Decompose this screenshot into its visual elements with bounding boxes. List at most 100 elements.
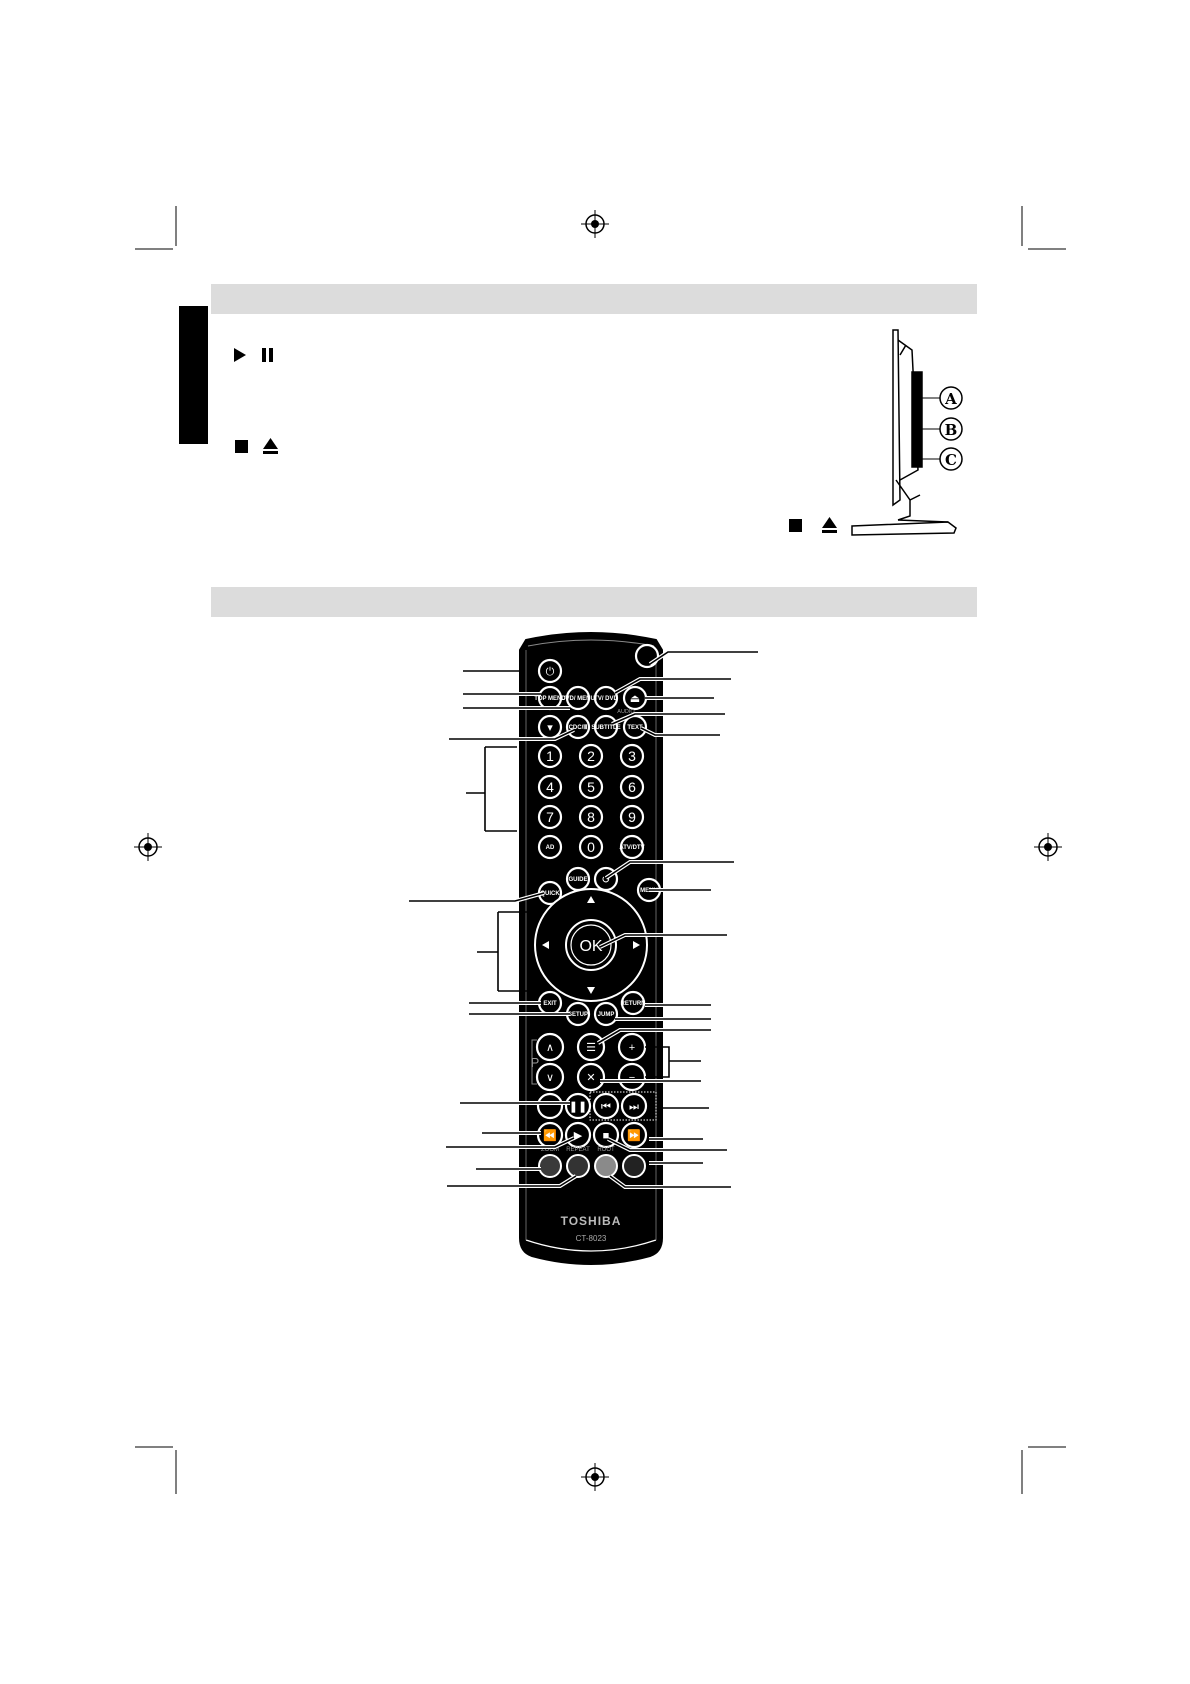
dvd-menu-button[interactable]: DVD/ MENU	[561, 685, 595, 711]
top-right-button[interactable]	[634, 643, 660, 669]
top-menu-button-label: TOP MENU	[534, 696, 565, 702]
cdc-button[interactable]: CDC/Ⅲ	[565, 714, 591, 740]
number-button-4[interactable]: 4	[537, 774, 563, 800]
number-button-7[interactable]: 7	[537, 804, 563, 830]
ad-button-label: AD	[546, 845, 555, 851]
play-icon: ▶	[574, 1130, 583, 1142]
root-label: ROOT	[597, 1147, 615, 1153]
blue-button[interactable]	[622, 1154, 646, 1178]
language-side-tab	[179, 306, 208, 444]
eject-icon	[263, 438, 278, 454]
number-button-9[interactable]: 9	[619, 804, 645, 830]
arrow-right-icon[interactable]	[633, 941, 640, 949]
tv-callout-labels: A B C	[922, 386, 963, 471]
subtitle-button[interactable]: SUBTITLE	[591, 714, 621, 740]
green-button[interactable]: REPEAT	[566, 1147, 590, 1178]
power-icon: ⏻	[546, 666, 555, 678]
channel-up-button[interactable]: ∧	[535, 1032, 565, 1062]
eject-icon	[822, 517, 837, 533]
channel-down-button[interactable]: ∨	[535, 1062, 565, 1092]
exit-button[interactable]: EXIT	[537, 990, 563, 1016]
blank-button[interactable]	[536, 1092, 564, 1120]
program-label: P	[531, 1055, 540, 1070]
red-button[interactable]: ZOOM	[538, 1147, 562, 1178]
text-mode-icon: ☰	[586, 1042, 596, 1054]
number-button-6-label: 6	[628, 779, 636, 795]
return-button-label: RETURN	[621, 1001, 646, 1007]
mute-button[interactable]: ✕	[576, 1062, 606, 1092]
text-button-label: TEXT	[627, 725, 643, 731]
number-button-8[interactable]: 8	[578, 804, 604, 830]
eject-button[interactable]: ⏏	[622, 685, 648, 711]
tv-side-view	[851, 329, 957, 536]
number-button-9-label: 9	[628, 809, 636, 825]
number-button-2[interactable]: 2	[578, 743, 604, 769]
teletext-down-button[interactable]: ▾	[537, 714, 563, 740]
number-button-5-label: 5	[587, 779, 595, 795]
dvd-menu-button-label: DVD/ MENU	[561, 696, 595, 702]
number-button-3[interactable]: 3	[619, 743, 645, 769]
volume-down-icon: −	[629, 1072, 635, 1084]
pause-icon: ❚❚	[569, 1101, 587, 1113]
dvd-skip-group	[589, 1091, 657, 1121]
yellow-button[interactable]: ROOT	[594, 1147, 618, 1178]
setup-button[interactable]: SETUP	[565, 1001, 591, 1027]
skip-back-button[interactable]: ⏮	[592, 1092, 620, 1120]
jump-button[interactable]: JUMP	[593, 1001, 619, 1027]
skip-back-icon: ⏮	[601, 1101, 611, 1113]
play-button[interactable]: ▶	[564, 1121, 592, 1149]
fast-forward-icon: ⏩	[627, 1129, 641, 1142]
number-button-5[interactable]: 5	[578, 774, 604, 800]
skip-forward-icon: ⏭	[629, 1101, 639, 1113]
return-button[interactable]: RETURN	[621, 990, 646, 1016]
cdc-button-label: CDC/Ⅲ	[569, 724, 588, 731]
registration-mark-icon	[581, 1463, 609, 1491]
registration-mark-icon	[581, 210, 609, 238]
ad-button[interactable]: AD	[537, 834, 563, 860]
fast-forward-button[interactable]: ⏩	[620, 1121, 648, 1149]
stop-icon	[789, 519, 802, 532]
info-icon: ↺	[601, 874, 610, 886]
ok-button[interactable]: OK	[579, 938, 602, 955]
number-button-4-label: 4	[546, 779, 554, 795]
power-button[interactable]: ⏻	[537, 658, 563, 684]
teletext-down-icon: ▾	[547, 722, 553, 734]
volume-up-button[interactable]: +	[617, 1032, 647, 1062]
guide-button[interactable]: GUIDE	[565, 866, 591, 892]
arrow-up-icon[interactable]	[587, 896, 595, 903]
leader-lines	[409, 650, 758, 1189]
atv-dtv-button-label: ATV/DTV	[619, 845, 644, 851]
number-button-1[interactable]: 1	[537, 743, 563, 769]
setup-button-label: SETUP	[568, 1012, 588, 1018]
exit-button-label: EXIT	[543, 1001, 557, 1007]
atv-dtv-button[interactable]: ATV/DTV	[619, 834, 645, 860]
navigation-pad[interactable]: OK	[534, 888, 648, 1002]
callout-a: A	[944, 390, 957, 408]
play-icon	[234, 348, 246, 362]
channel-up-icon: ∧	[546, 1042, 554, 1054]
arrow-down-icon[interactable]	[587, 987, 595, 994]
eject-icon: ⏏	[630, 693, 640, 705]
callout-c: C	[945, 451, 957, 469]
guide-button-label: GUIDE	[568, 877, 587, 883]
section-header-bar	[211, 284, 977, 314]
tv-dvd-button[interactable]: TV/ DVD	[593, 685, 619, 711]
pause-icon	[262, 348, 273, 362]
mute-icon: ✕	[586, 1072, 595, 1084]
number-button-3-label: 3	[628, 748, 636, 764]
jump-button-label: JUMP	[598, 1012, 615, 1018]
number-button-7-label: 7	[546, 809, 554, 825]
zoom-label: ZOOM	[541, 1147, 559, 1153]
repeat-label: REPEAT	[566, 1147, 590, 1153]
pause-button[interactable]: ❚❚	[564, 1092, 592, 1120]
number-button-6[interactable]: 6	[619, 774, 645, 800]
arrow-left-icon[interactable]	[542, 941, 549, 949]
text-mode-button[interactable]: ☰	[576, 1032, 606, 1062]
audio-label: AUDIO	[617, 709, 635, 715]
number-button-1-label: 1	[546, 748, 554, 764]
volume-down-button[interactable]: −	[617, 1062, 647, 1092]
skip-forward-button[interactable]: ⏭	[620, 1092, 648, 1120]
number-button-2-label: 2	[587, 748, 595, 764]
zero-button[interactable]: 0	[578, 834, 604, 860]
